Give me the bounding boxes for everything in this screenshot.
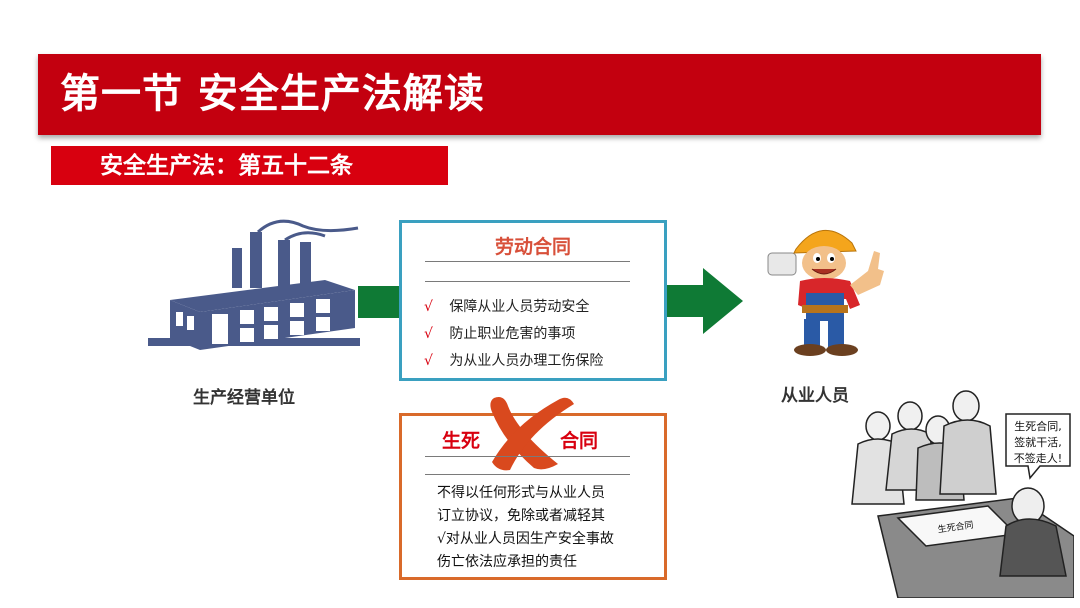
text-line: 订立协议，免除或者减轻其 (437, 508, 605, 524)
arrow-right-icon (667, 268, 743, 334)
death-contract-text: 不得以任何形式与从业人员 订立协议，免除或者减轻其 √对从业人员因生产安全事故 … (437, 482, 614, 574)
employee-label: 从业人员 (781, 386, 849, 406)
factory-icon (148, 219, 360, 350)
text-line: √对从业人员因生产安全事故 (437, 531, 614, 547)
labor-contract-box (399, 220, 667, 381)
check-mark: √ (424, 326, 433, 342)
list-item-text: 防止职业危害的事项 (449, 326, 576, 342)
speech-line-2: 签就干活, (1014, 435, 1062, 449)
list-item: √ 为从业人员办理工伤保险 (424, 350, 603, 377)
list-item-text: 为从业人员办理工伤保险 (449, 353, 604, 369)
page-subtitle: 安全生产法：第五十二条 (100, 153, 353, 179)
check-mark: √ (424, 353, 433, 369)
text-line: 不得以任何形式与从业人员 (437, 485, 605, 501)
text-line: 伤亡依法应承担的责任 (437, 554, 577, 570)
cross-mark-icon (490, 397, 574, 471)
list-item-text: 保障从业人员劳动安全 (449, 299, 590, 315)
divider (425, 456, 630, 457)
title-bar (38, 54, 1041, 135)
employer-label: 生产经营单位 (193, 388, 295, 408)
arrow-shaft-left (358, 286, 400, 318)
check-mark: √ (424, 299, 433, 315)
labor-contract-title: 劳动合同 (494, 236, 571, 258)
divider (425, 474, 630, 475)
death-contract-box (399, 413, 667, 580)
speech-line-3: 不签走人! (1014, 451, 1062, 465)
list-item: √ 保障从业人员劳动安全 (424, 296, 603, 323)
cartoon-illustration: 生死合同, 签就干活, 不签走人! 生死合同 (851, 390, 1074, 598)
speech-line-1: 生死合同, (1014, 419, 1062, 433)
page-title: 第一节 安全生产法解读 (60, 71, 485, 117)
death-contract-title-left: 生死 (442, 430, 481, 452)
subtitle-bar (51, 146, 448, 185)
worker-icon (767, 229, 884, 356)
divider (425, 281, 630, 282)
divider (425, 261, 630, 262)
list-item: √ 防止职业危害的事项 (424, 323, 603, 350)
labor-contract-list: √ 保障从业人员劳动安全 √ 防止职业危害的事项 √ 为从业人员办理工伤保险 (424, 296, 603, 377)
death-contract-title-right: 合同 (560, 430, 599, 452)
